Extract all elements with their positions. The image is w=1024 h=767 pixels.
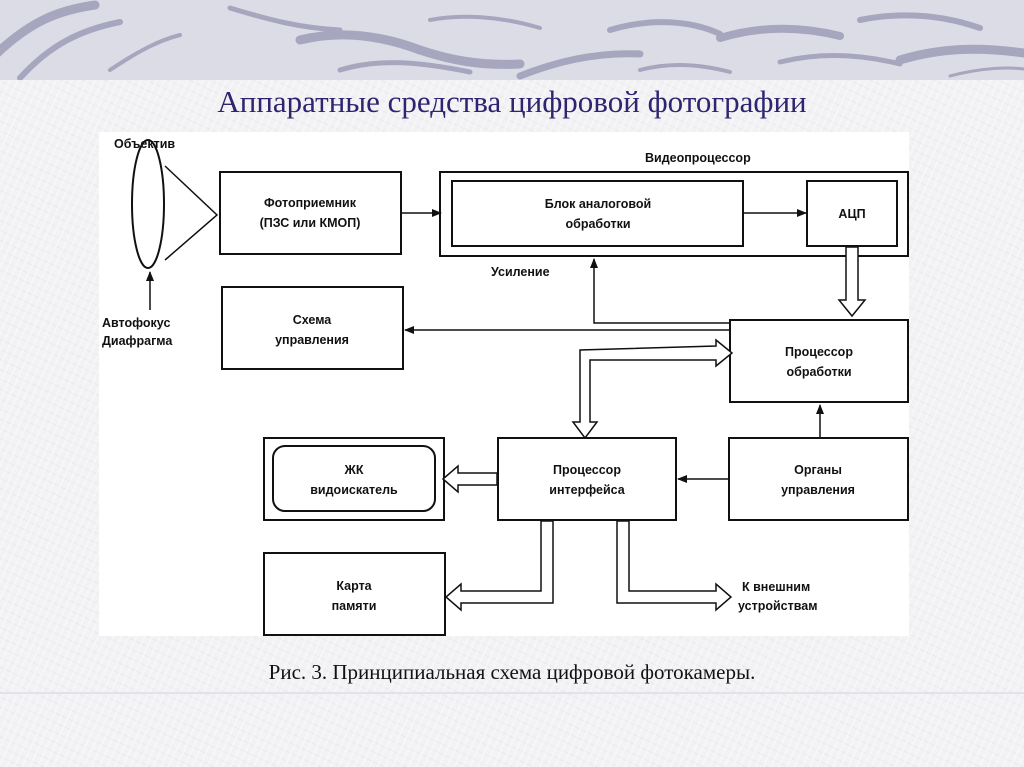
adc-box xyxy=(806,180,898,247)
autofocus-label: Автофокус xyxy=(102,316,170,330)
memory-card-box xyxy=(263,552,446,636)
controls-sublabel: управления xyxy=(781,483,855,497)
processing-interface-link xyxy=(571,338,734,440)
interface-cpu-sublabel: интерфейса xyxy=(549,483,625,497)
lens-shape xyxy=(131,139,165,269)
processing-cpu-label: Процессор xyxy=(785,345,853,359)
controls-label: Органы xyxy=(794,463,842,477)
control-scheme-sublabel: управления xyxy=(275,333,349,347)
interface-to-memory-arrow xyxy=(444,520,554,612)
lcd-finder-sublabel: видоискатель xyxy=(310,483,398,497)
lcd-finder-outer-box xyxy=(263,437,445,521)
lcd-finder-label: ЖК xyxy=(344,463,364,477)
swirl-decoration xyxy=(0,0,1024,80)
videoprocessor-label: Видеопроцессор xyxy=(645,151,751,165)
adc-label: АЦП xyxy=(838,207,865,221)
gain-label: Усиление xyxy=(491,265,550,279)
external-label: К внешним xyxy=(742,580,810,594)
camera-block-diagram: Объектив Автофокус Диафрагма Фотоприемни… xyxy=(102,137,909,636)
memory-card-sublabel: памяти xyxy=(332,599,377,613)
lcd-finder-inner-box xyxy=(272,445,436,512)
lens-light-cone xyxy=(164,165,219,261)
videoprocessor-frame xyxy=(439,171,909,257)
interface-cpu-label: Процессор xyxy=(553,463,621,477)
processing-cpu-box xyxy=(729,319,909,403)
decorative-banner xyxy=(0,0,1024,80)
external-sublabel: устройствам xyxy=(738,599,817,613)
diagram-panel: Объектив Автофокус Диафрагма Фотоприемни… xyxy=(99,132,909,636)
memory-card-label: Карта xyxy=(336,579,372,593)
analog-block-box xyxy=(451,180,744,247)
photoreceiver-box xyxy=(219,171,402,255)
interface-to-external-arrow xyxy=(616,520,733,612)
interface-to-lcd-arrow xyxy=(441,464,498,494)
analog-block-sublabel: обработки xyxy=(565,217,630,231)
figure-caption: Рис. 3. Принципиальная схема цифровой фо… xyxy=(268,660,756,684)
photoreceiver-sublabel: (ПЗС или КМОП) xyxy=(260,216,361,230)
control-scheme-box xyxy=(221,286,404,370)
lens-label: Объектив xyxy=(114,137,175,151)
analog-block-label: Блок аналоговой xyxy=(545,197,652,211)
controls-box xyxy=(728,437,909,521)
photoreceiver-label: Фотоприемник xyxy=(264,196,357,210)
aperture-label: Диафрагма xyxy=(102,334,173,348)
slide-title: Аппаратные средства цифровой фотографии xyxy=(217,84,807,119)
processing-cpu-sublabel: обработки xyxy=(786,365,851,379)
gain-feedback-arrow xyxy=(590,258,729,324)
control-scheme-label: Схема xyxy=(293,313,333,327)
bottom-divider xyxy=(0,692,1024,694)
interface-cpu-box xyxy=(497,437,677,521)
adc-to-processing-arrow xyxy=(837,246,867,318)
